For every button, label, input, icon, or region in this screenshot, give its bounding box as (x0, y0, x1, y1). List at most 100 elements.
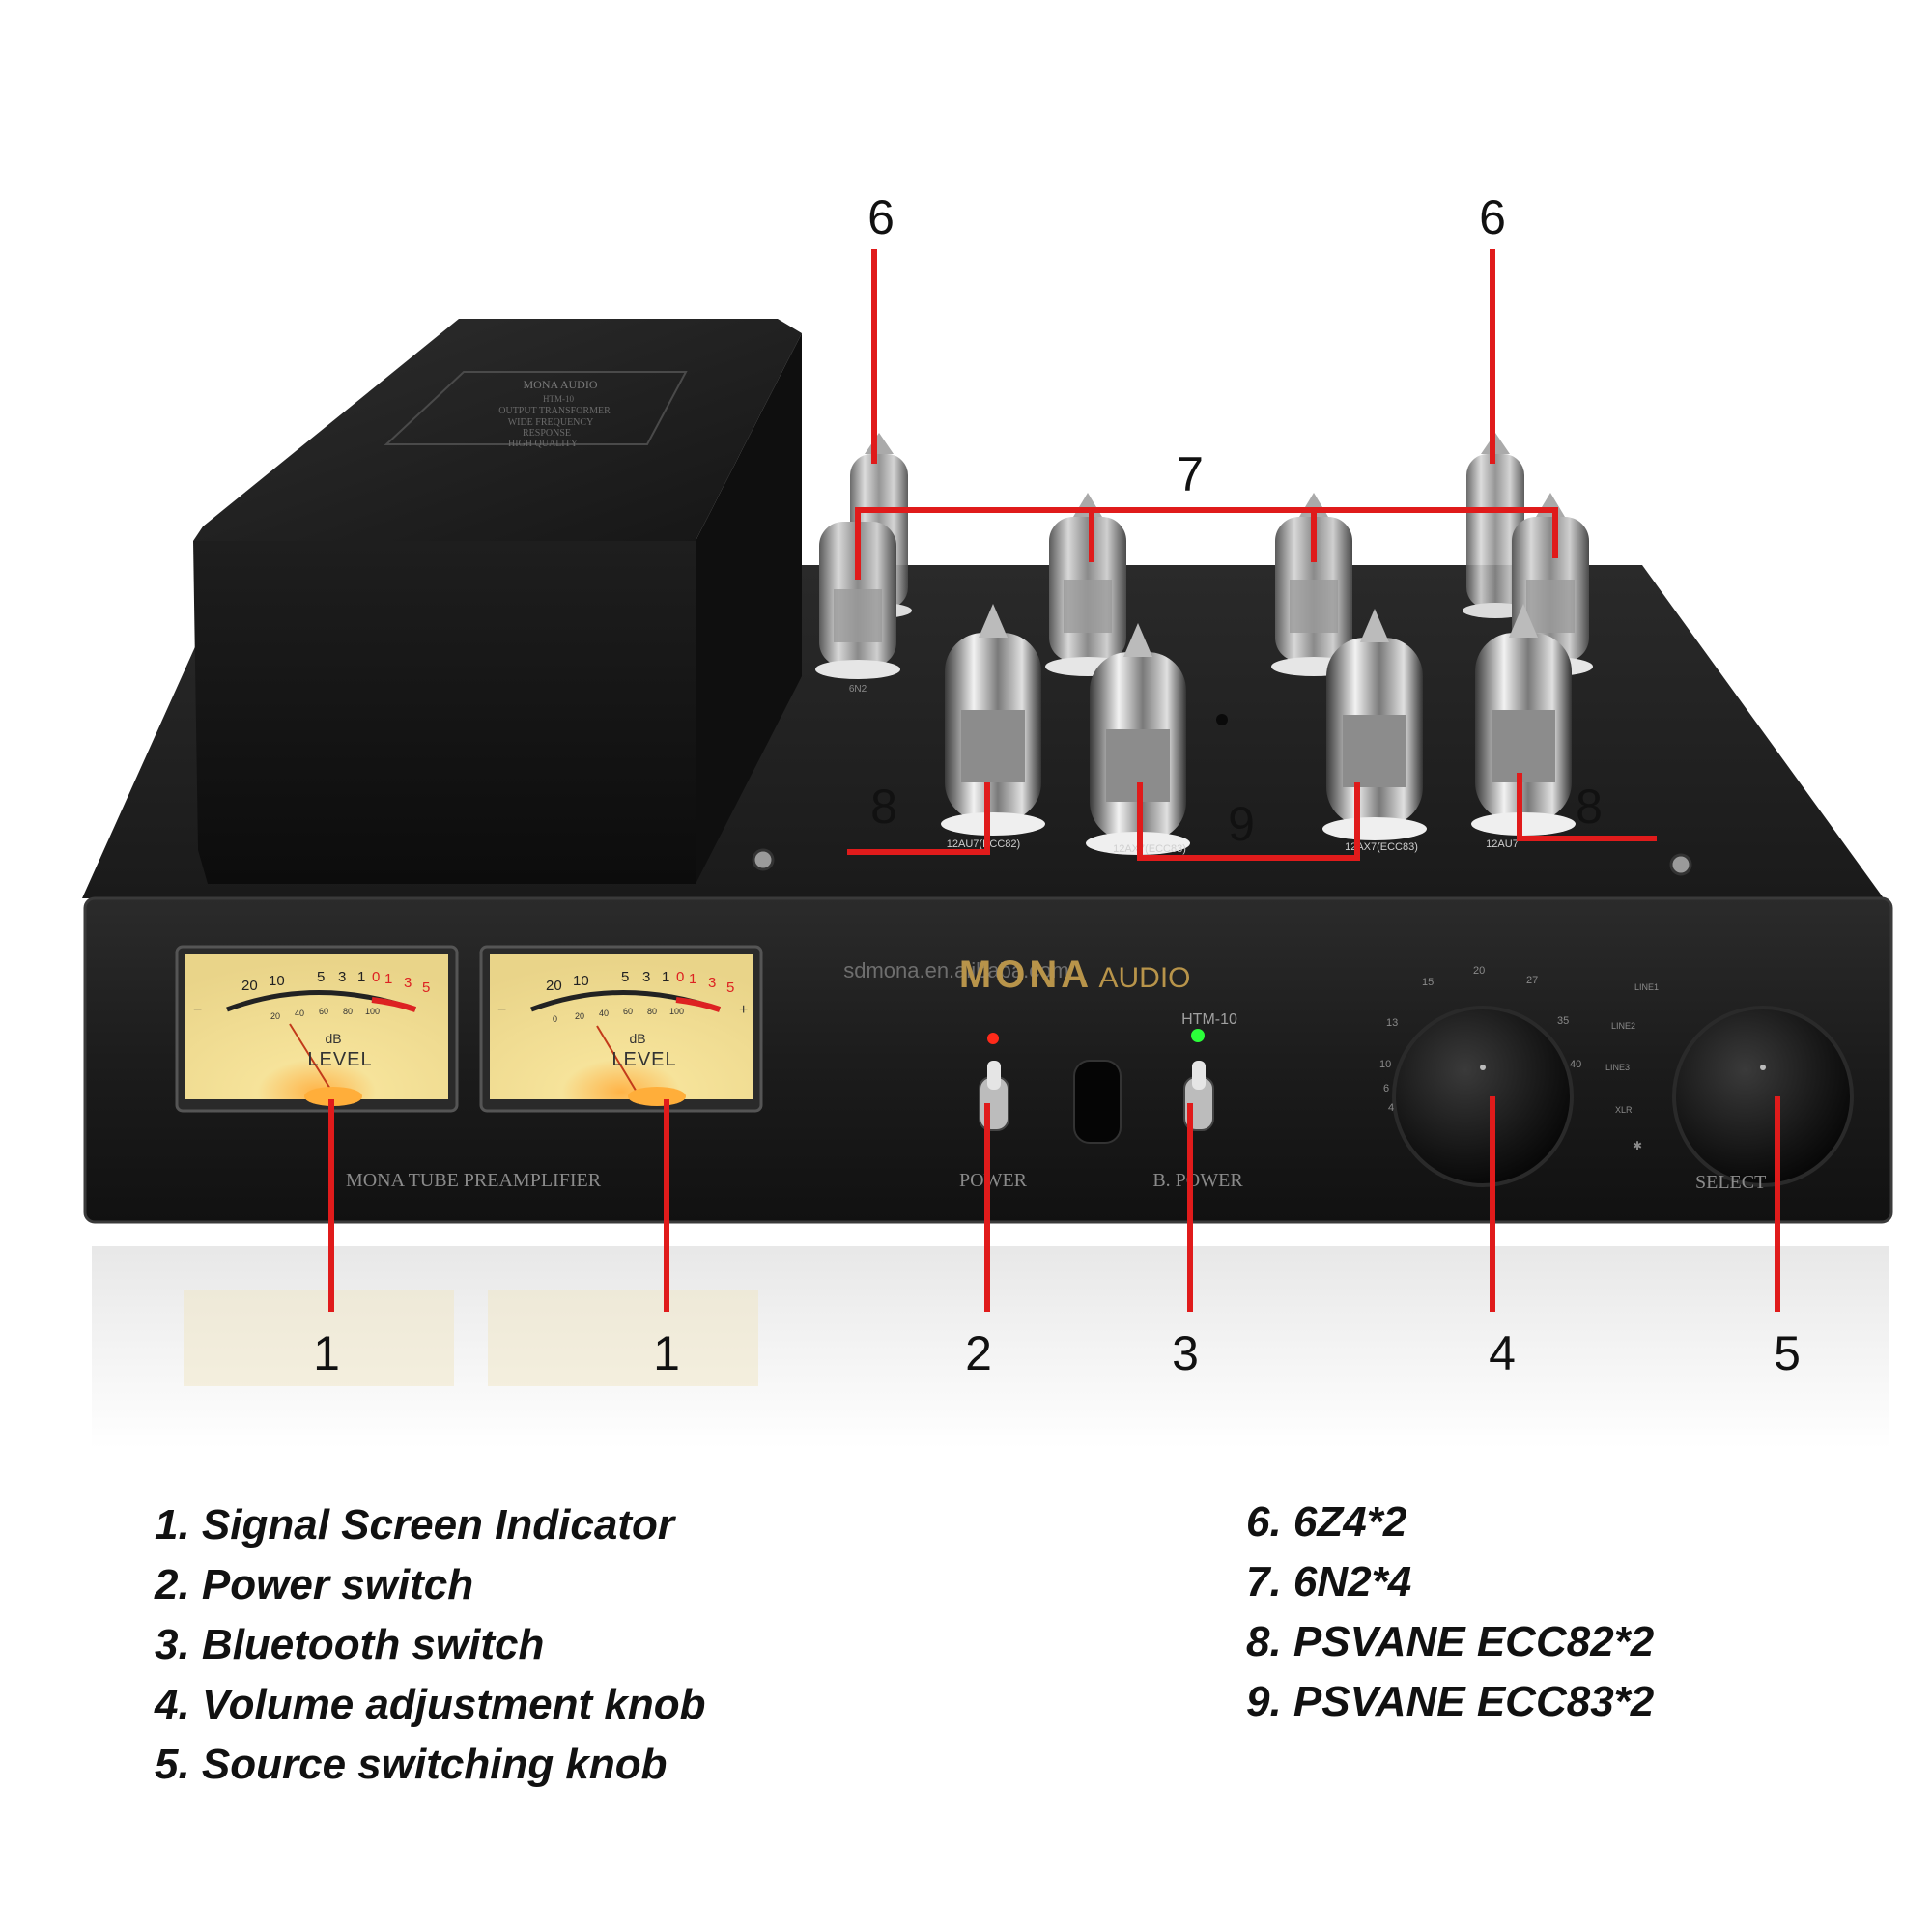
vu-right-pct-0: 0 (553, 1014, 557, 1024)
tube-label-ecc83-right: 12AX7(ECC83) (1345, 841, 1418, 853)
legend-item-7: 7. 6N2*4 (1246, 1558, 1412, 1605)
transformer-badge-line1: HTM-10 (543, 394, 574, 404)
vu-right-scale-0: 0 (676, 969, 684, 985)
volume-scale-27: 27 (1526, 975, 1538, 986)
transformer-lid-top (193, 319, 802, 541)
vu-meter-left (175, 945, 459, 1113)
vu-left-pct-20: 20 (270, 1011, 280, 1021)
source-line3: LINE3 (1605, 1063, 1630, 1072)
legend-item-9: 9. PSVANE ECC83*2 (1246, 1678, 1655, 1725)
center-hole (1216, 714, 1228, 725)
source-line1: LINE1 (1634, 982, 1659, 992)
volume-knob[interactable] (1392, 1006, 1574, 1187)
tube-6n2-1 (815, 522, 900, 679)
vu-left-pct-60: 60 (319, 1007, 328, 1016)
vu-left-scale-p1: 1 (384, 971, 392, 987)
callout-number-8a: 8 (870, 780, 897, 834)
vu-right-unit: dB (629, 1031, 645, 1046)
tube-6n2-2 (1045, 493, 1130, 676)
legend-item-2: 2. Power switch (155, 1561, 474, 1608)
vu-right-scale-p3: 3 (708, 975, 716, 991)
tube-label-ecc82-left: 12AU7(ECC82) (947, 838, 1020, 850)
legend-item-3: 3. Bluetooth switch (155, 1621, 545, 1668)
volume-scale-10: 10 (1379, 1059, 1391, 1070)
transformer-badge-line4: RESPONSE (523, 428, 571, 439)
vu-left-scale-20: 20 (242, 978, 258, 994)
vu-left-minus: − (193, 1002, 202, 1018)
vu-right-pct-60: 60 (623, 1007, 633, 1016)
callout-number-5: 5 (1774, 1326, 1801, 1380)
screw-left (752, 848, 775, 871)
select-label: SELECT (1695, 1172, 1766, 1193)
legend-item-6: 6. 6Z4*2 (1246, 1498, 1407, 1546)
legend-item-8: 8. PSVANE ECC82*2 (1246, 1618, 1655, 1665)
legend-controls: 1. Signal Screen Indicator 2. Power swit… (155, 1495, 705, 1795)
source-knob[interactable] (1672, 1006, 1854, 1187)
legend-item-5: 5. Source switching knob (155, 1741, 668, 1788)
vu-left-unit: dB (325, 1031, 341, 1046)
power-led (987, 1033, 999, 1044)
vu-left-scale-p3: 3 (404, 975, 412, 991)
bpower-led (1191, 1029, 1205, 1042)
vu-right-scale-20: 20 (546, 978, 562, 994)
legend-item-4: 4. Volume adjustment knob (155, 1681, 706, 1728)
legend-tubes: 6. 6Z4*2 7. 6N2*4 8. PSVANE ECC82*2 9. P… (1246, 1492, 1654, 1732)
model-label: HTM-10 (1181, 1011, 1237, 1028)
vu-left-scale-1: 1 (357, 969, 365, 985)
tube-ecc83-right (1322, 609, 1427, 840)
transformer-lid-front (193, 541, 696, 884)
callout-number-2: 2 (965, 1326, 992, 1380)
vu-right-scale-p1: 1 (689, 971, 696, 987)
volume-scale-35: 35 (1557, 1015, 1569, 1027)
callout-line-7 (855, 507, 1558, 580)
vu-left-pct-40: 40 (295, 1009, 304, 1018)
transformer-badge-brand: MONA AUDIO (523, 378, 597, 391)
vu-right-pct-20: 20 (575, 1011, 584, 1021)
watermark: sdmona.en.alibaba.com (843, 958, 1069, 982)
vu-right-scale-3: 3 (642, 969, 650, 985)
callout-number-1b: 1 (653, 1326, 680, 1380)
vu-right-plus: + (739, 1002, 748, 1018)
tube-label-6n2: 6N2 (849, 684, 867, 695)
brand-logo: MONA (959, 953, 1093, 996)
callout-line-8a (847, 782, 990, 855)
vu-left-scale-5: 5 (317, 969, 325, 985)
callout-number-3: 3 (1172, 1326, 1199, 1380)
legend-item-1: 1. Signal Screen Indicator (155, 1501, 674, 1548)
power-label: POWER (959, 1170, 1028, 1191)
vu-right-pct-100: 100 (669, 1007, 684, 1016)
bpower-label: B. POWER (1152, 1170, 1243, 1191)
screw-right (1669, 853, 1692, 876)
callout-line-9 (1137, 782, 1360, 861)
volume-scale-15: 15 (1422, 977, 1434, 988)
callout-number-7: 7 (1177, 447, 1204, 501)
vu-right-scale-p5: 5 (726, 980, 734, 996)
transformer-badge (384, 371, 688, 445)
callout-number-6a: 6 (867, 190, 895, 244)
front-panel-label: MONA TUBE PREAMPLIFIER (346, 1170, 602, 1191)
callout-number-6b: 6 (1479, 190, 1506, 244)
vu-meter-right (479, 945, 763, 1113)
reflection-meter-left (184, 1290, 454, 1386)
ir-window (1073, 1060, 1122, 1144)
callout-number-8b: 8 (1576, 780, 1603, 834)
vu-right-pct-40: 40 (599, 1009, 609, 1018)
vu-right-scale-1: 1 (662, 969, 669, 985)
volume-scale-40: 40 (1570, 1059, 1581, 1070)
vu-right-scale-10: 10 (573, 973, 589, 989)
reflection-meter-right (488, 1290, 758, 1386)
vu-left-scale-p5: 5 (422, 980, 430, 996)
vu-right-scale-5: 5 (621, 969, 629, 985)
transformer-badge-line3: WIDE FREQUENCY (508, 417, 594, 428)
vu-left-pct-80: 80 (343, 1007, 353, 1016)
vu-left-pct-100: 100 (365, 1007, 380, 1016)
bluetooth-icon: ✱ (1633, 1139, 1642, 1152)
volume-scale-20: 20 (1473, 965, 1485, 977)
transformer-badge-line2: OUTPUT TRANSFORMER (498, 406, 611, 416)
callout-number-1a: 1 (313, 1326, 340, 1380)
vu-left-scale-3: 3 (338, 969, 346, 985)
volume-scale-13: 13 (1386, 1017, 1398, 1029)
brand-suffix: AUDIO (1098, 962, 1190, 994)
callout-number-4: 4 (1489, 1326, 1516, 1380)
